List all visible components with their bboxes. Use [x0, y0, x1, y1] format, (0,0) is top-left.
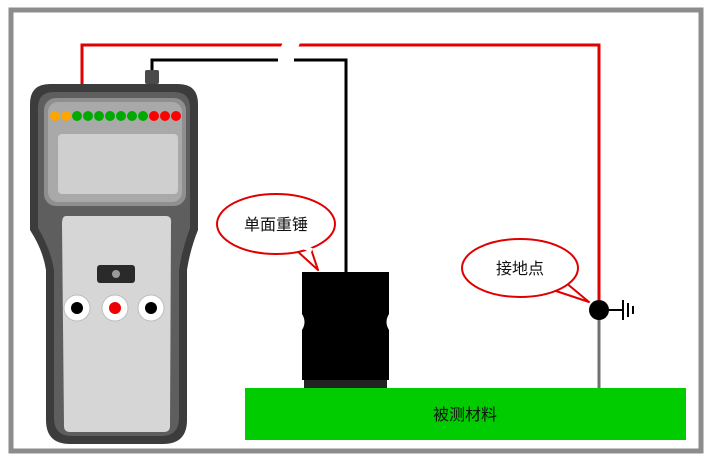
hammer-callout-label: 单面重锤: [244, 215, 308, 234]
ground-callout-label: 接地点: [496, 259, 544, 278]
led-indicator: [50, 111, 60, 121]
terminal-center[interactable]: [101, 294, 129, 322]
led-indicator: [160, 111, 170, 121]
resistance-meter: [30, 70, 198, 444]
terminal-left[interactable]: [63, 294, 91, 322]
tested-material-block: [245, 388, 686, 440]
led-indicator: [116, 111, 126, 121]
terminal-right[interactable]: [137, 294, 165, 322]
led-indicator: [72, 111, 82, 121]
ground-symbol-icon: [609, 300, 634, 320]
meter-top-connector: [145, 70, 159, 84]
black-lead-wire-continued: [294, 58, 348, 272]
hammer-callout: 单面重锤: [216, 193, 336, 271]
material-label: 被测材料: [433, 405, 497, 424]
led-indicator: [94, 111, 104, 121]
meter-power-button-dot: [112, 270, 120, 278]
wire-break-mark: [278, 34, 292, 56]
led-indicator: [105, 111, 115, 121]
led-indicator: [149, 111, 159, 121]
black-lead-wire: [150, 58, 278, 70]
ground-callout: 接地点: [461, 238, 590, 303]
ground-point-dot: [589, 300, 609, 320]
indicator-led-row: [50, 111, 181, 121]
led-indicator: [61, 111, 71, 121]
led-indicator: [171, 111, 181, 121]
wire-break-mark-2: [288, 36, 302, 58]
meter-display: [58, 134, 178, 194]
led-indicator: [83, 111, 93, 121]
led-indicator: [138, 111, 148, 121]
weight-base: [304, 380, 387, 388]
led-indicator: [127, 111, 137, 121]
red-lead-wire: [80, 43, 285, 88]
meter-lower-panel: [62, 216, 172, 432]
single-sided-weight: [302, 272, 389, 380]
red-lead-wire-continued: [298, 43, 601, 310]
